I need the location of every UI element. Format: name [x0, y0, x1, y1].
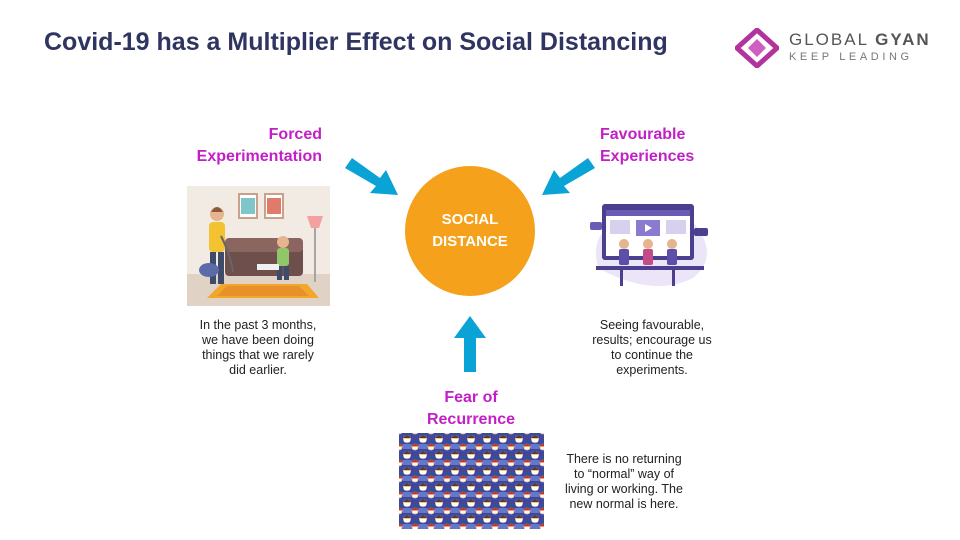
forced-heading: Forced Experimentation — [196, 126, 322, 165]
center-line1: SOCIAL — [441, 211, 499, 228]
online-meeting-illustration — [590, 204, 708, 286]
forced-description: In the past 3 months, we have been doing… — [199, 318, 317, 377]
logo-brand: GLOBAL GYAN — [789, 30, 931, 49]
arrow-forced-icon — [345, 158, 398, 195]
social-distance-circle: SOCIAL DISTANCE — [405, 166, 535, 296]
crowd-illustration — [399, 433, 544, 529]
arrow-favourable-icon — [542, 158, 595, 195]
favourable-heading: Favourable Experiences — [600, 126, 695, 165]
global-gyan-logo: GLOBAL GYAN KEEP LEADING — [735, 28, 935, 70]
center-line2: DISTANCE — [432, 233, 508, 250]
living-room-illustration — [187, 186, 330, 306]
page-title: Covid-19 has a Multiplier Effect on Soci… — [44, 28, 668, 56]
fear-heading: Fear of Recurrence — [426, 389, 516, 428]
diamond-logo-icon — [735, 28, 779, 68]
fear-description: There is no returning to “normal” way of… — [565, 452, 683, 511]
favourable-description: Seeing favourable, results; encourage us… — [592, 318, 712, 377]
arrow-fear-icon — [454, 316, 486, 372]
logo-tagline: KEEP LEADING — [789, 51, 913, 63]
